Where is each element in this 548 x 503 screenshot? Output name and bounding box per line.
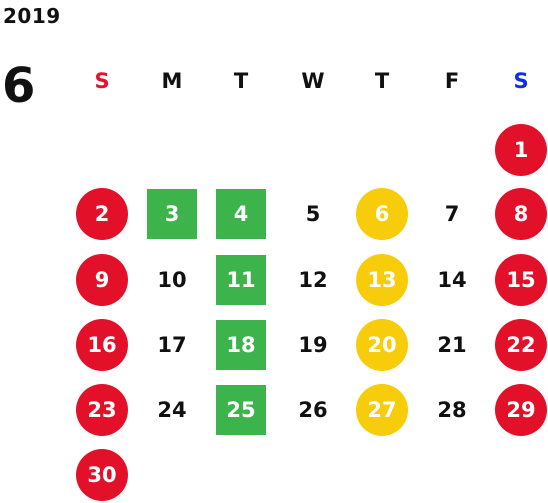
year-label: 2019 [3, 4, 61, 28]
day-cell-6[interactable]: 6 [356, 188, 408, 240]
weekday-monday: M [161, 69, 183, 93]
day-cell-17[interactable]: 17 [157, 333, 187, 357]
weekday-saturday: S [513, 69, 529, 93]
weekday-thursday: T [374, 69, 390, 93]
day-cell-11[interactable]: 11 [216, 255, 266, 305]
day-cell-14[interactable]: 14 [437, 268, 467, 292]
day-cell-26[interactable]: 26 [298, 398, 328, 422]
day-cell-1[interactable]: 1 [495, 124, 547, 176]
day-cell-2[interactable]: 2 [76, 188, 128, 240]
day-cell-30[interactable]: 30 [76, 449, 128, 501]
day-cell-3[interactable]: 3 [147, 189, 197, 239]
day-cell-25[interactable]: 25 [216, 385, 266, 435]
day-cell-13[interactable]: 13 [356, 254, 408, 306]
weekday-sunday: S [94, 69, 110, 93]
weekday-wednesday: W [301, 69, 325, 93]
day-cell-5[interactable]: 5 [305, 202, 321, 226]
day-cell-15[interactable]: 15 [495, 254, 547, 306]
day-cell-19[interactable]: 19 [298, 333, 328, 357]
day-cell-9[interactable]: 9 [76, 254, 128, 306]
day-cell-12[interactable]: 12 [298, 268, 328, 292]
day-cell-22[interactable]: 22 [495, 319, 547, 371]
weekday-friday: F [444, 69, 460, 93]
day-cell-24[interactable]: 24 [157, 398, 187, 422]
day-cell-10[interactable]: 10 [157, 268, 187, 292]
day-cell-28[interactable]: 28 [437, 398, 467, 422]
day-cell-7[interactable]: 7 [444, 202, 460, 226]
day-cell-18[interactable]: 18 [216, 320, 266, 370]
day-cell-16[interactable]: 16 [76, 319, 128, 371]
day-cell-20[interactable]: 20 [356, 319, 408, 371]
day-cell-27[interactable]: 27 [356, 384, 408, 436]
month-number: 6 [2, 58, 36, 114]
weekday-tuesday: T [233, 69, 249, 93]
day-cell-23[interactable]: 23 [76, 384, 128, 436]
day-cell-29[interactable]: 29 [495, 384, 547, 436]
day-cell-4[interactable]: 4 [216, 189, 266, 239]
day-cell-8[interactable]: 8 [495, 188, 547, 240]
day-cell-21[interactable]: 21 [437, 333, 467, 357]
